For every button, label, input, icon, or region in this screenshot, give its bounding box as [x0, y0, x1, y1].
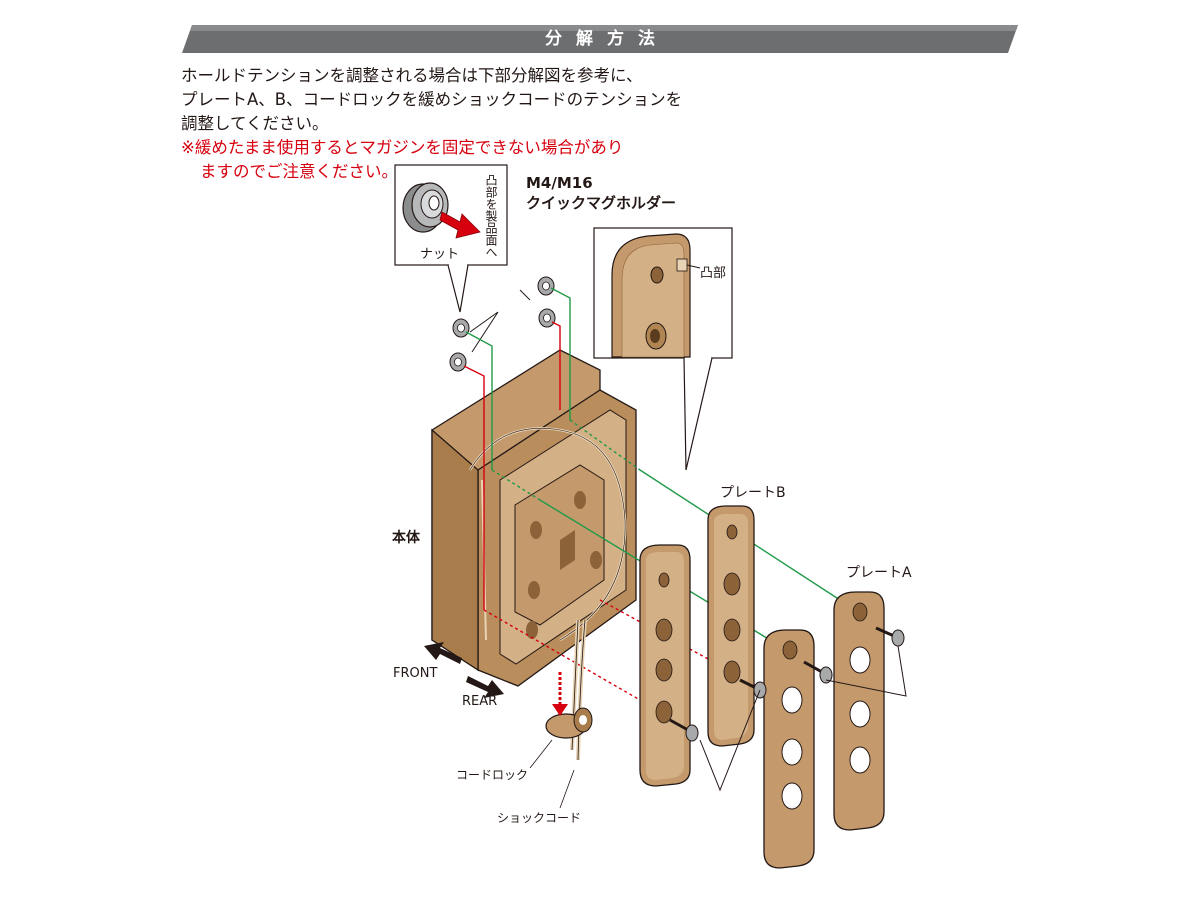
plate-b-label: プレートB [720, 485, 786, 501]
boss-callout-box [593, 227, 733, 471]
product-title: M4/M16 クイックマグホルダー [526, 173, 676, 213]
plate-b-rear [763, 629, 815, 869]
product-title-line-1: M4/M16 [526, 174, 593, 192]
nut-large-icon [402, 182, 449, 233]
warning-line-2: ますのでご注意ください。 [200, 162, 398, 181]
header-title: 分解方法 [545, 29, 669, 49]
warning-line-1: ※緩めたまま使用するとマガジンを固定できない場合があり [181, 138, 624, 157]
header-bar-shape [182, 25, 1018, 53]
boss-label: 凸部 [700, 266, 727, 281]
plate-b-front [707, 505, 755, 747]
direction-arrows [424, 642, 504, 698]
cord-lock-shape [529, 619, 593, 809]
down-arrow-icon [552, 704, 568, 716]
nut-callout-box [394, 164, 508, 313]
nut-label: ナット [420, 247, 460, 262]
instruction-line-2: プレートA、B、コードロックを緩めショックコードのテンションを [181, 90, 683, 109]
shock-cord-label: ショックコード [497, 811, 582, 825]
screw-icon [803, 660, 833, 684]
rear-arrow-icon [466, 676, 504, 698]
direction-arrow-icon [439, 211, 481, 239]
rear-label: REAR [462, 694, 498, 709]
nut-icon [449, 352, 467, 372]
holder-body-shape [431, 349, 637, 687]
product-title-line-2: クイックマグホルダー [526, 194, 677, 212]
body-label: 本体 [392, 530, 420, 546]
plate-a-front [639, 544, 691, 787]
front-label: FRONT [393, 666, 438, 681]
nuts [449, 276, 556, 372]
nut-direction-label: 凸部を製品面へ [484, 174, 498, 258]
plate-a-rear [833, 591, 885, 831]
cord-lock-label: コードロック [456, 768, 529, 782]
instruction-text: ホールドテンションを調整される場合は下部分解図を参考に、 プレートA、B、コード… [181, 64, 683, 184]
front-arrow-icon [424, 642, 462, 664]
plate-a-label: プレートA [846, 565, 912, 581]
nut-icon [537, 276, 555, 296]
instruction-line-1: ホールドテンションを調整される場合は下部分解図を参考に、 [181, 66, 643, 85]
section-header: 分解方法 [182, 25, 1018, 53]
screw-icon [669, 718, 699, 742]
instruction-line-3: 調整してください。 [181, 114, 329, 133]
nut-icon [452, 318, 470, 338]
screws [669, 626, 907, 792]
nut-icon [538, 308, 556, 328]
